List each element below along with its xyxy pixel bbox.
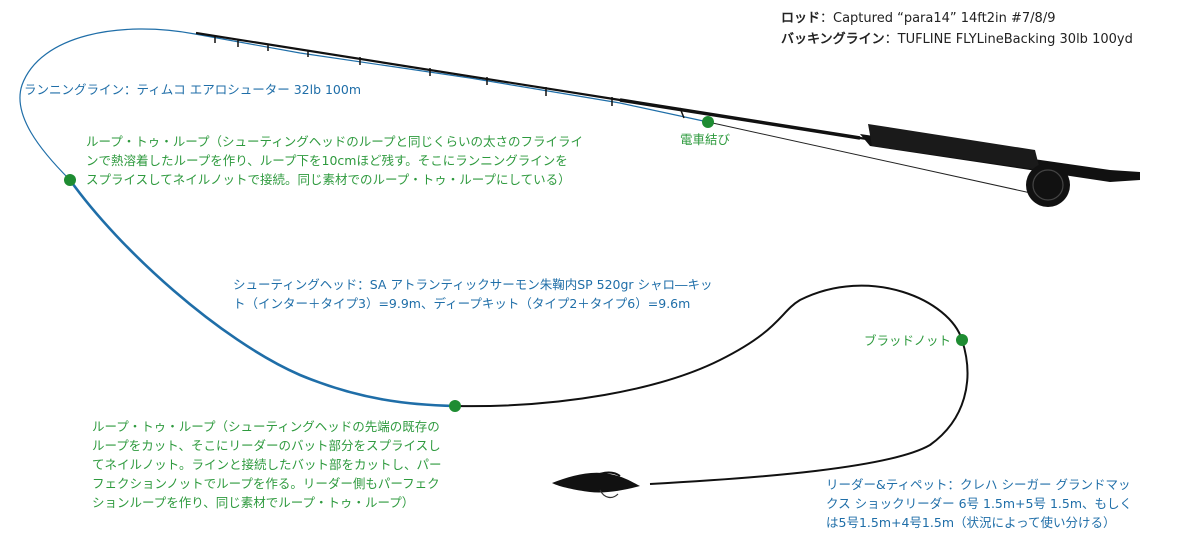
- shooting-head-line-1: シューティングヘッド：SA アトランティックサーモン朱鞠内SP 520gr シャ…: [233, 277, 713, 292]
- reel-icon: [1026, 163, 1070, 207]
- leader-label: リーダー&ティペット：クレハ シーガー グランドマッ クス ショックリーダー 6…: [826, 475, 1132, 532]
- loop2-line-5: ションループを作り、同じ素材でループ・トゥ・ループ）: [92, 495, 415, 510]
- loop2-label: ループ・トゥ・ループ（シューティングヘッドの先端の既存の ループをカット、そこに…: [92, 417, 442, 512]
- backing-spec: バッキングライン：TUFLINE FLYLineBacking 30lb 100…: [781, 30, 1133, 49]
- leader-line-1: リーダー&ティペット：クレハ シーガー グランドマッ: [826, 477, 1131, 492]
- leader-line: [454, 284, 969, 485]
- rod-icon: [195, 31, 1140, 182]
- loop2-line-2: ループをカット、そこにリーダーのバット部分をスプライスし: [92, 438, 441, 453]
- running-line-label: ランニングライン：ティムコ エアロシューター 32lb 100m: [24, 82, 362, 97]
- loop-knot-dot-1: [64, 174, 76, 186]
- backing-value: ：TUFLINE FLYLineBacking 30lb 100yd: [884, 32, 1133, 47]
- loop2-line-4: フェクションノットでループを作る。リーダー側もパーフェク: [92, 476, 440, 491]
- blood-knot-label: ブラッドノット: [864, 333, 952, 348]
- leader-line-3: は5号1.5m+4号1.5m（状況によって使い分ける）: [826, 515, 1116, 530]
- loop2-line-3: てネイルノット。ラインと接続したバット部をカットし、パー: [92, 457, 442, 472]
- loop1-label: ループ・トゥ・ループ（シューティングヘッドのループと同じくらいの太さのフライライ…: [86, 132, 583, 189]
- rod-key: ロッド: [781, 11, 821, 26]
- densha-label: 電車結び: [680, 132, 731, 147]
- loop-knot-dot-2: [449, 400, 461, 412]
- rod-spec: ロッド：Captured “para14” 14ft2in #7/8/9: [781, 9, 1055, 28]
- densha-knot-dot: [702, 116, 714, 128]
- backing-key: バッキングライン: [781, 32, 885, 47]
- fly-icon: [552, 471, 640, 499]
- loop2-line-1: ループ・トゥ・ループ（シューティングヘッドの先端の既存の: [92, 419, 440, 434]
- leader-line-2: クス ショックリーダー 6号 1.5m+5号 1.5m、もしく: [826, 496, 1133, 511]
- rod-value: ：Captured “para14” 14ft2in #7/8/9: [820, 11, 1056, 26]
- loop1-line-3: スプライスしてネイルノットで接続。同じ素材でのループ・トゥ・ループにしている）: [86, 172, 571, 187]
- blood-knot-dot: [956, 334, 968, 346]
- running-line: [19, 28, 709, 181]
- backing-line: [707, 121, 1041, 196]
- loop1-line-1: ループ・トゥ・ループ（シューティングヘッドのループと同じくらいの太さのフライライ: [86, 134, 584, 149]
- shooting-head-line: [68, 179, 456, 408]
- shooting-head-line-2: ト（インター＋タイプ3）=9.9m、ディープキット（タイプ2＋タイプ6）=9.6…: [233, 296, 691, 311]
- shooting-head-label: シューティングヘッド：SA アトランティックサーモン朱鞠内SP 520gr シャ…: [233, 275, 713, 313]
- loop1-line-2: ンで熱溶着したループを作り、ループ下を10cmほど残す。そこにランニングラインを: [86, 153, 568, 168]
